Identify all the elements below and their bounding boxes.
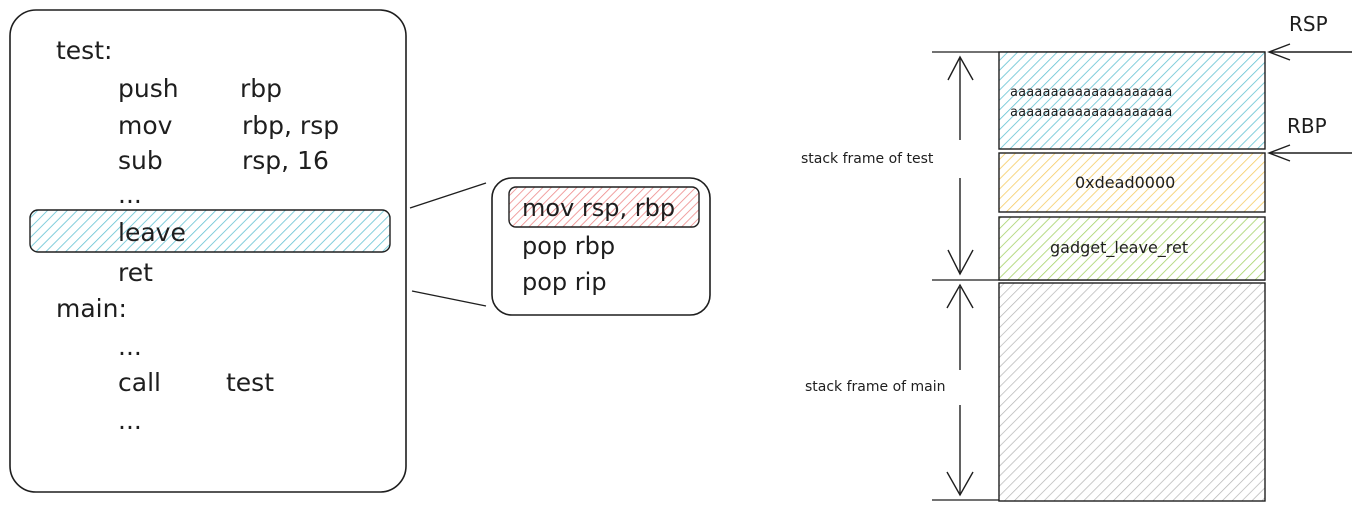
code-label-test: test: — [56, 36, 113, 65]
code-arg-mov: rbp, rsp — [242, 111, 340, 140]
buffer-line-1: aaaaaaaaaaaaaaaaaaaa — [1010, 85, 1173, 100]
mov-rsp-rbp-highlight — [508, 186, 700, 228]
rsp-label: RSP — [1289, 12, 1328, 36]
code-arg-sub: rsp, 16 — [242, 146, 329, 175]
expansion-line-pop-rbp: pop rbp — [522, 232, 616, 260]
frame-test-bracket — [947, 55, 974, 276]
code-op-leave: leave — [118, 218, 186, 247]
code-op-call: call — [118, 368, 161, 397]
code-op-ret: ret — [118, 258, 153, 287]
stack-cell-main-frame — [998, 282, 1266, 502]
stack-cell-saved-rbp — [998, 152, 1266, 213]
stack-cell-buffer — [998, 51, 1266, 150]
code-arg-push: rbp — [240, 74, 283, 103]
code-label-main: main: — [56, 294, 127, 323]
frame-main-bracket — [946, 283, 974, 497]
leave-highlight — [29, 209, 391, 253]
saved-rbp-value: 0xdead0000 — [1075, 173, 1176, 192]
connector-bottom — [411, 290, 487, 307]
code-op-push: push — [118, 74, 179, 103]
rsp-arrow — [1267, 43, 1352, 61]
code-ellipsis-2: ... — [118, 332, 142, 361]
expansion-line-mov: mov rsp, rbp — [522, 194, 676, 222]
rbp-label: RBP — [1287, 114, 1327, 138]
code-op-sub: sub — [118, 146, 163, 175]
rbp-arrow — [1267, 144, 1352, 162]
stack-cell-return-address — [998, 216, 1266, 281]
code-arg-call: test — [226, 368, 275, 397]
frame-test-label: stack frame of test — [801, 151, 934, 167]
connector-top — [409, 182, 487, 209]
buffer-line-2: aaaaaaaaaaaaaaaaaaaa — [1010, 105, 1173, 120]
return-address-value: gadget_leave_ret — [1050, 238, 1189, 257]
code-ellipsis-3: ... — [118, 406, 142, 435]
frame-main-label: stack frame of main — [805, 379, 946, 395]
code-op-mov: mov — [118, 111, 173, 140]
expansion-line-pop-rip: pop rip — [522, 268, 607, 296]
code-ellipsis-1: ... — [118, 180, 142, 209]
